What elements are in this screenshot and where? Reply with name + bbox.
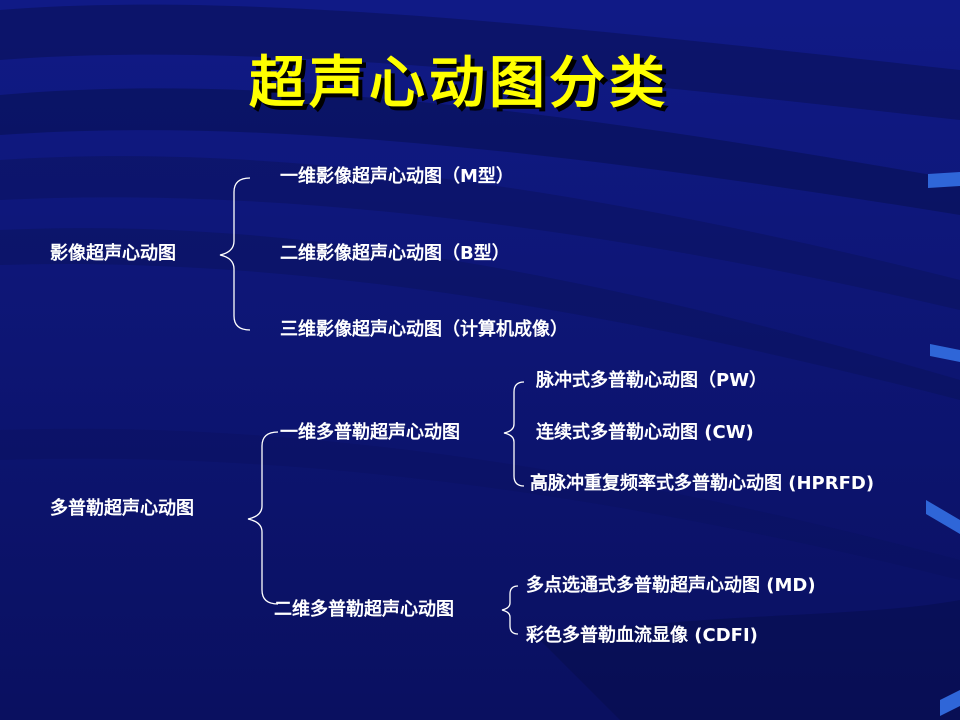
- node-doppler: 多普勒超声心动图: [50, 498, 194, 519]
- right-edge-stripes: [926, 172, 960, 716]
- node-imaging: 影像超声心动图: [50, 243, 176, 264]
- brace-imaging: [219, 177, 251, 331]
- node-cw: 连续式多普勒心动图 (CW): [536, 422, 754, 443]
- brace-one-d: [503, 381, 525, 487]
- node-imaging-m: 一维影像超声心动图（M型）: [280, 166, 514, 187]
- node-imaging-3d: 三维影像超声心动图（计算机成像）: [280, 319, 568, 340]
- brace-doppler: [247, 431, 279, 605]
- node-doppler-2d: 二维多普勒超声心动图: [274, 599, 454, 620]
- node-pw: 脉冲式多普勒心动图（PW）: [536, 370, 768, 391]
- page-title: 超声心动图分类: [249, 51, 669, 116]
- brace-two-d: [501, 585, 519, 635]
- node-imaging-b: 二维影像超声心动图（B型）: [280, 243, 510, 264]
- node-cdfi: 彩色多普勒血流显像 (CDFI): [526, 625, 758, 646]
- node-hprfd: 高脉冲重复频率式多普勒心动图 (HPRFD): [530, 473, 875, 494]
- node-doppler-1d: 一维多普勒超声心动图: [280, 422, 460, 443]
- node-md: 多点选通式多普勒超声心动图 (MD): [526, 575, 816, 596]
